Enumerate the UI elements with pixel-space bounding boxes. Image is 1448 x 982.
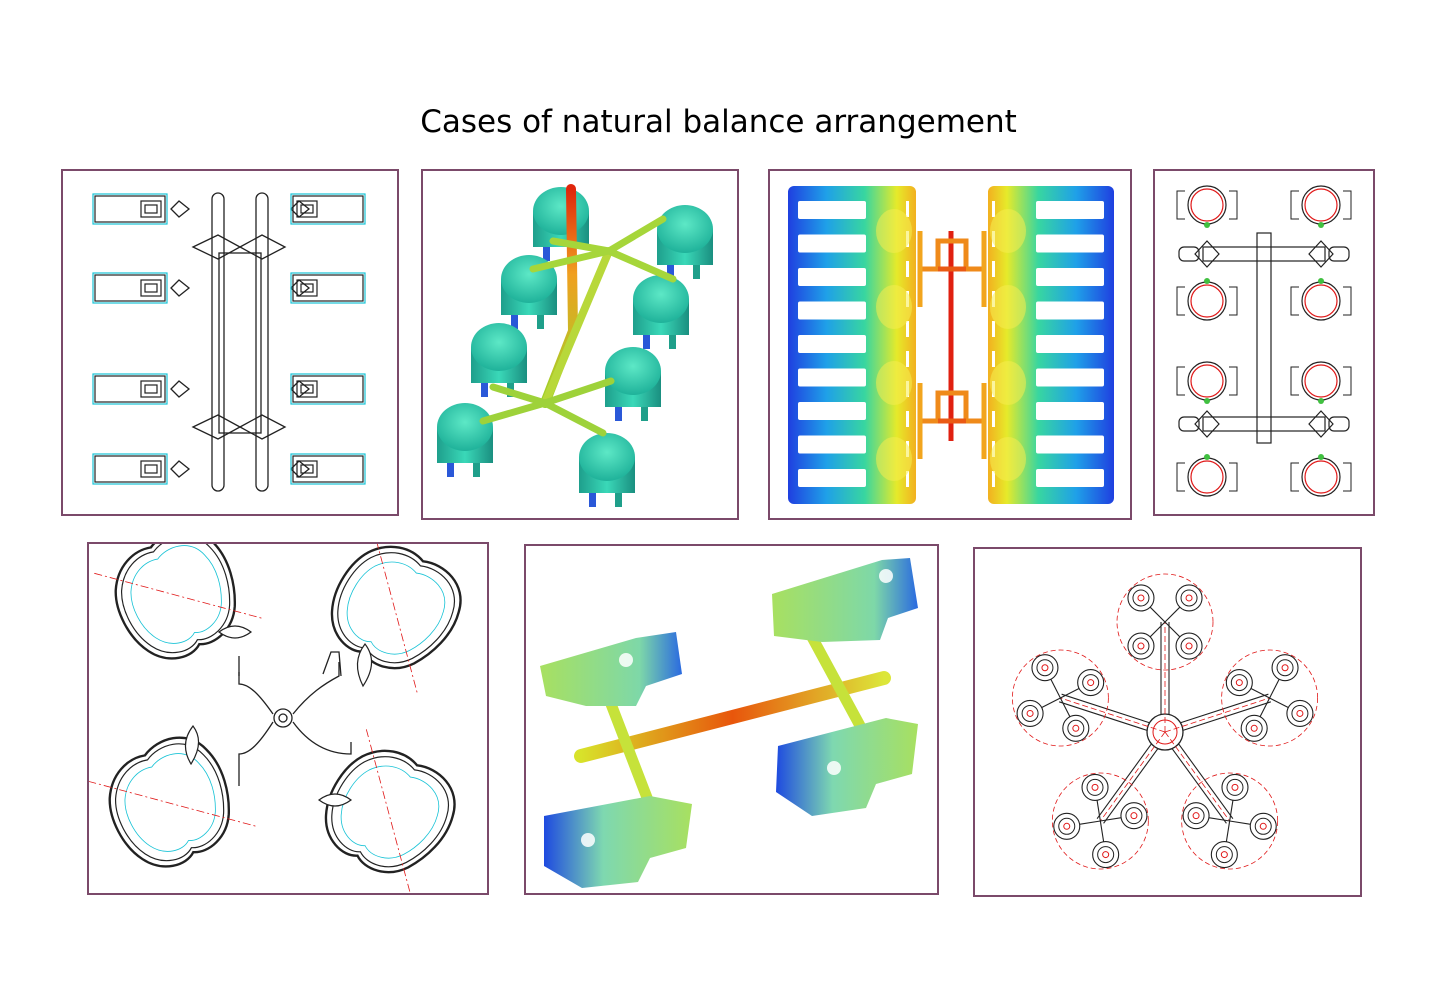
ring-cavity xyxy=(1225,669,1253,697)
runner-arm xyxy=(1164,731,1279,870)
comb-slot xyxy=(1036,469,1104,487)
ring-cavity xyxy=(1271,654,1299,682)
panel-4-round-cavity-layout xyxy=(1153,169,1375,516)
comb-slot xyxy=(1036,402,1104,420)
ring-cavity xyxy=(1120,802,1148,830)
comb-slot xyxy=(798,368,866,387)
ring-cavity xyxy=(1182,802,1210,830)
cavity-part xyxy=(92,373,168,405)
comb-fill-simulation-render xyxy=(788,186,1114,504)
round-cavity xyxy=(1290,278,1352,321)
round-cavity xyxy=(1176,278,1238,321)
comb-slot xyxy=(798,435,866,454)
round-cavity xyxy=(1176,361,1238,404)
comb-slot xyxy=(798,469,866,487)
comb-slot xyxy=(798,268,866,286)
ring-cavity xyxy=(1210,841,1238,869)
cavity-part xyxy=(92,193,168,225)
cup-fill-simulation-render xyxy=(437,184,713,507)
page-title: Cases of natural balance arrangement xyxy=(420,104,1017,140)
eight-cavity-runner-drawing xyxy=(92,192,366,492)
round-cavity xyxy=(1290,361,1352,404)
ring-cavity xyxy=(1249,812,1277,840)
comb-slot xyxy=(1036,234,1104,253)
molded-cup xyxy=(633,275,689,349)
ring-cavity xyxy=(1077,669,1105,697)
cavity-part xyxy=(290,272,366,304)
molded-cup xyxy=(657,205,713,279)
ring-cavity xyxy=(1092,841,1120,869)
ring-cavity xyxy=(1286,699,1314,727)
panel-7-radial-cavity-layout xyxy=(973,547,1362,897)
panel-3-comb-fill-simulation xyxy=(768,169,1132,520)
gate-hot-spot xyxy=(876,209,912,253)
ring-cavity xyxy=(1081,773,1109,801)
molded-cup xyxy=(605,347,661,421)
round-cavity xyxy=(1290,454,1352,497)
ring-cavity xyxy=(1031,654,1059,682)
gate-hot-spot xyxy=(876,285,912,329)
gate-hot-spot xyxy=(876,437,912,481)
comb-slot xyxy=(798,335,866,353)
comb-slot xyxy=(798,301,866,320)
panel-6-bracket-fill-simulation xyxy=(524,544,939,895)
panel-1-eight-cavity-layout xyxy=(61,169,399,516)
round-cavity xyxy=(1290,185,1352,228)
runner-arm xyxy=(1051,731,1166,870)
comb-slot xyxy=(1036,301,1104,320)
molded-cup xyxy=(437,403,493,477)
apple-cavity xyxy=(324,729,456,893)
gate-hot-spot xyxy=(990,209,1026,253)
panel-2-cup-fill-simulation xyxy=(421,169,739,520)
gate-hot-spot xyxy=(990,437,1026,481)
molded-cup xyxy=(533,187,589,261)
ring-cavity xyxy=(1240,714,1268,742)
cavity-part xyxy=(290,453,366,485)
ring-cavity xyxy=(1016,699,1044,727)
comb-slot xyxy=(1036,201,1104,219)
gate-hot-spot xyxy=(876,361,912,405)
radial-cavity-runner-drawing xyxy=(1011,573,1319,870)
cavity-part xyxy=(290,373,366,405)
gate-hot-spot xyxy=(990,285,1026,329)
comb-slot xyxy=(798,201,866,219)
round-cavity xyxy=(1176,454,1238,497)
ring-cavity xyxy=(1127,584,1155,612)
round-cavity-runner-drawing xyxy=(1176,185,1352,497)
cavity-part xyxy=(92,272,168,304)
panel-5-apple-cavity-layout xyxy=(87,542,489,895)
gate-hot-spot xyxy=(990,361,1026,405)
apple-cavity xyxy=(330,544,462,695)
molded-cup xyxy=(501,255,557,329)
ring-cavity xyxy=(1175,584,1203,612)
apple-cavity xyxy=(89,736,258,868)
runner-arm xyxy=(1116,573,1214,732)
comb-slot xyxy=(798,402,866,420)
ring-cavity xyxy=(1062,714,1090,742)
ring-cavity xyxy=(1053,812,1081,840)
ring-cavity xyxy=(1175,632,1203,660)
ring-cavity xyxy=(1127,632,1155,660)
apple-cavity xyxy=(94,544,264,660)
comb-slot xyxy=(1036,268,1104,286)
comb-slot xyxy=(1036,368,1104,387)
cavity-part xyxy=(290,193,366,225)
comb-slot xyxy=(1036,335,1104,353)
cavity-part xyxy=(92,453,168,485)
comb-slot xyxy=(1036,435,1104,454)
comb-slot xyxy=(798,234,866,253)
bracket-fill-simulation-render xyxy=(540,558,918,888)
ring-cavity xyxy=(1221,773,1249,801)
round-cavity xyxy=(1176,185,1238,228)
molded-cup xyxy=(579,433,635,507)
apple-cavity-runner-drawing xyxy=(89,544,462,893)
